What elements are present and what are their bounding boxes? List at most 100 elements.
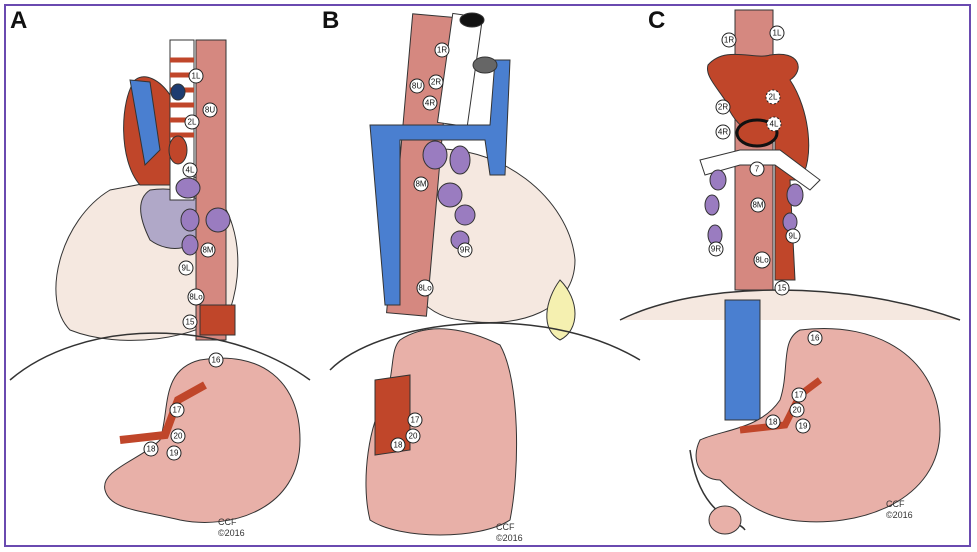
svg-text:19: 19 (799, 422, 808, 431)
svg-text:8U: 8U (412, 82, 422, 91)
vena-cava-a (129, 79, 161, 167)
svg-text:20: 20 (409, 432, 418, 441)
node-c-7: 7 (749, 161, 765, 177)
stomach-c (695, 328, 941, 523)
svg-text:18: 18 (147, 445, 156, 454)
node-c-8m: 8M (750, 197, 766, 213)
node-a-8u: 8U (202, 102, 218, 118)
node-a-8m: 8M (200, 242, 216, 258)
panel-b (329, 12, 641, 536)
svg-text:8U: 8U (205, 106, 215, 115)
svg-text:7: 7 (755, 165, 760, 174)
node-b-4r: 4R (422, 95, 438, 111)
node-b-1r: 1R (434, 42, 450, 58)
node-a-20: 20 (170, 428, 186, 444)
lymph-node-a-1 (175, 177, 201, 199)
svg-text:8M: 8M (415, 180, 426, 189)
svg-text:18: 18 (769, 418, 778, 427)
node-c-2r: 2R (715, 99, 731, 115)
credit-b-line2: ©2016 (496, 533, 523, 543)
node-c-20: 20 (789, 402, 805, 418)
node-b-20: 20 (405, 428, 421, 444)
svg-text:2L: 2L (188, 118, 197, 127)
lymph-node-a-4 (181, 234, 199, 256)
svg-text:17: 17 (173, 406, 182, 415)
credit-c-line1: CCF (886, 499, 905, 509)
svg-text:1L: 1L (192, 72, 201, 81)
node-a-8lo: 8Lo (187, 288, 205, 306)
node-c-8lo: 8Lo (753, 251, 771, 269)
svg-text:17: 17 (795, 391, 804, 400)
node-a-15: 15 (182, 314, 198, 330)
svg-text:9R: 9R (711, 245, 721, 254)
svg-text:15: 15 (778, 284, 787, 293)
credit-c-line2: ©2016 (886, 510, 913, 520)
lymph-node-c-1 (709, 169, 727, 191)
svg-text:18: 18 (394, 441, 403, 450)
node-a-16: 16 (208, 352, 224, 368)
node-a-17: 17 (169, 402, 185, 418)
node-a-18: 18 (143, 441, 159, 457)
svg-text:16: 16 (811, 334, 820, 343)
lymph-node-b-1 (422, 140, 448, 170)
node-a-19: 19 (166, 445, 182, 461)
duodenum-c (708, 505, 742, 535)
svg-text:8Lo: 8Lo (418, 284, 432, 293)
svg-text:2R: 2R (718, 103, 728, 112)
node-b-8m: 8M (413, 176, 429, 192)
node-b-9r: 9R (457, 242, 473, 258)
svg-text:4R: 4R (718, 128, 728, 137)
node-c-4l: 4L (766, 116, 782, 132)
lymph-node-c-5 (782, 212, 798, 232)
node-a-9l: 9L (178, 260, 194, 276)
credit-a-line1: CCF (218, 517, 237, 527)
svg-text:20: 20 (793, 406, 802, 415)
svg-text:9L: 9L (182, 264, 191, 273)
aorta-section-a (168, 135, 188, 165)
svg-text:1L: 1L (773, 29, 782, 38)
credit-a-line2: ©2016 (218, 528, 245, 538)
airway-top-b (459, 12, 485, 28)
diaphragm-b (329, 322, 641, 371)
node-c-9l: 9L (785, 228, 801, 244)
panel-label-a: A (10, 7, 27, 34)
node-c-9r: 9R (708, 241, 724, 257)
svg-text:2R: 2R (431, 78, 441, 87)
svg-text:8Lo: 8Lo (755, 256, 769, 265)
node-c-15: 15 (774, 280, 790, 296)
node-b-2r: 2R (428, 74, 444, 90)
diaphragm-a (9, 332, 311, 381)
svg-text:1R: 1R (437, 46, 447, 55)
svg-text:8M: 8M (202, 246, 213, 255)
svg-text:8Lo: 8Lo (189, 293, 203, 302)
node-b-8u: 8U (409, 78, 425, 94)
bronchus-b (472, 56, 498, 74)
node-b-17: 17 (407, 412, 423, 428)
lymph-node-a-2 (180, 208, 200, 232)
svg-text:16: 16 (212, 356, 221, 365)
celiac-artery-b (374, 374, 411, 456)
lymph-node-c-2 (786, 183, 804, 207)
panel-c (619, 9, 961, 535)
panel-label-c: C (648, 7, 665, 34)
svg-text:19: 19 (170, 449, 179, 458)
fat-pad-b (546, 279, 576, 341)
node-a-1l: 1L (188, 68, 204, 84)
svg-text:2L: 2L (769, 93, 778, 102)
celiac-artery-a (119, 381, 207, 444)
node-c-4r: 4R (715, 124, 731, 140)
svg-text:15: 15 (186, 318, 195, 327)
panel-label-b: B (322, 7, 339, 34)
node-c-17: 17 (791, 387, 807, 403)
svg-text:9R: 9R (460, 246, 470, 255)
svg-text:8M: 8M (752, 201, 763, 210)
svg-text:1R: 1R (724, 36, 734, 45)
vein-section-a (170, 83, 186, 101)
svg-text:17: 17 (411, 416, 420, 425)
lymph-node-b-4 (454, 204, 476, 226)
lymph-node-b-3 (437, 182, 463, 208)
node-c-1r: 1R (721, 32, 737, 48)
node-b-8lo: 8Lo (416, 279, 434, 297)
lymph-node-a-3 (205, 207, 231, 233)
